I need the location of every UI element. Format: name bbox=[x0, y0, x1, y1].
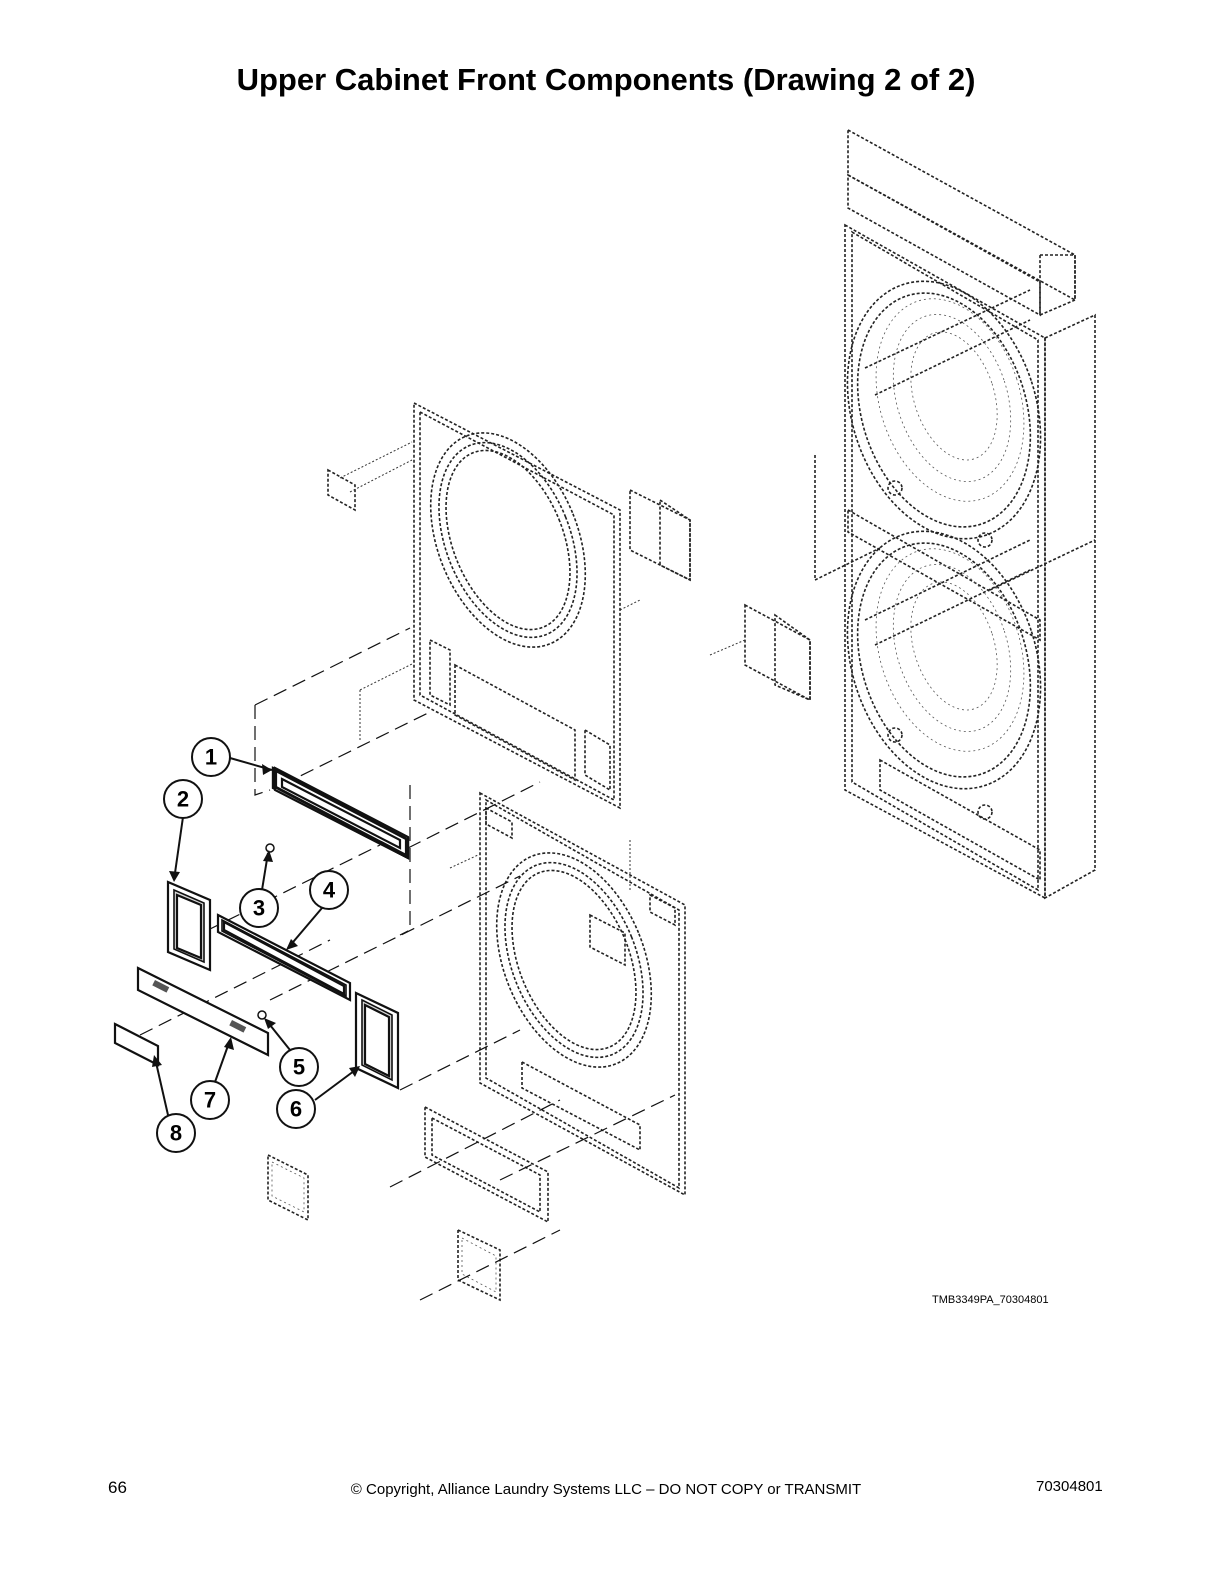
callout-arrows bbox=[152, 757, 360, 1116]
part-2-side-frame bbox=[166, 880, 212, 972]
callout-8: 8 bbox=[156, 1113, 196, 1153]
part-5-screw bbox=[257, 1010, 267, 1020]
callout-2-label: 2 bbox=[177, 787, 189, 812]
lower-front-panel bbox=[449, 791, 686, 1197]
part-7-label-panel bbox=[136, 966, 270, 1057]
lower-grilles bbox=[267, 1094, 676, 1302]
page-title: Upper Cabinet Front Components (Drawing … bbox=[236, 62, 976, 97]
part-8-label bbox=[113, 1022, 160, 1067]
upper-front-panel bbox=[327, 401, 811, 810]
callout-5-label: 5 bbox=[293, 1055, 305, 1080]
callout-7-label: 7 bbox=[204, 1088, 216, 1113]
callout-3-label: 3 bbox=[253, 896, 265, 921]
part-1-control-panel-frame bbox=[271, 766, 410, 860]
copyright-notice: © Copyright, Alliance Laundry Systems LL… bbox=[350, 1481, 862, 1498]
page-number: 66 bbox=[108, 1478, 127, 1497]
callout-1: 1 bbox=[191, 737, 231, 777]
document-number: 70304801 bbox=[1036, 1478, 1103, 1495]
callout-4: 4 bbox=[309, 870, 349, 910]
callout-1-label: 1 bbox=[205, 745, 217, 770]
callout-6: 6 bbox=[276, 1089, 316, 1129]
part-6-side-frame bbox=[354, 991, 400, 1090]
part-3-screw bbox=[265, 843, 275, 853]
callout-4-label: 4 bbox=[323, 878, 336, 903]
callout-3: 3 bbox=[239, 888, 279, 928]
callout-7: 7 bbox=[190, 1080, 230, 1120]
callout-8-label: 8 bbox=[170, 1121, 182, 1146]
callout-6-label: 6 bbox=[290, 1097, 302, 1122]
callout-5: 5 bbox=[279, 1047, 319, 1087]
part-4-trim-panel bbox=[216, 913, 352, 1002]
callout-2: 2 bbox=[163, 779, 203, 819]
cabinet-assembly bbox=[814, 128, 1096, 900]
alignment-lines bbox=[139, 627, 541, 1091]
drawing-id: TMB3349PA_70304801 bbox=[932, 1294, 1049, 1306]
